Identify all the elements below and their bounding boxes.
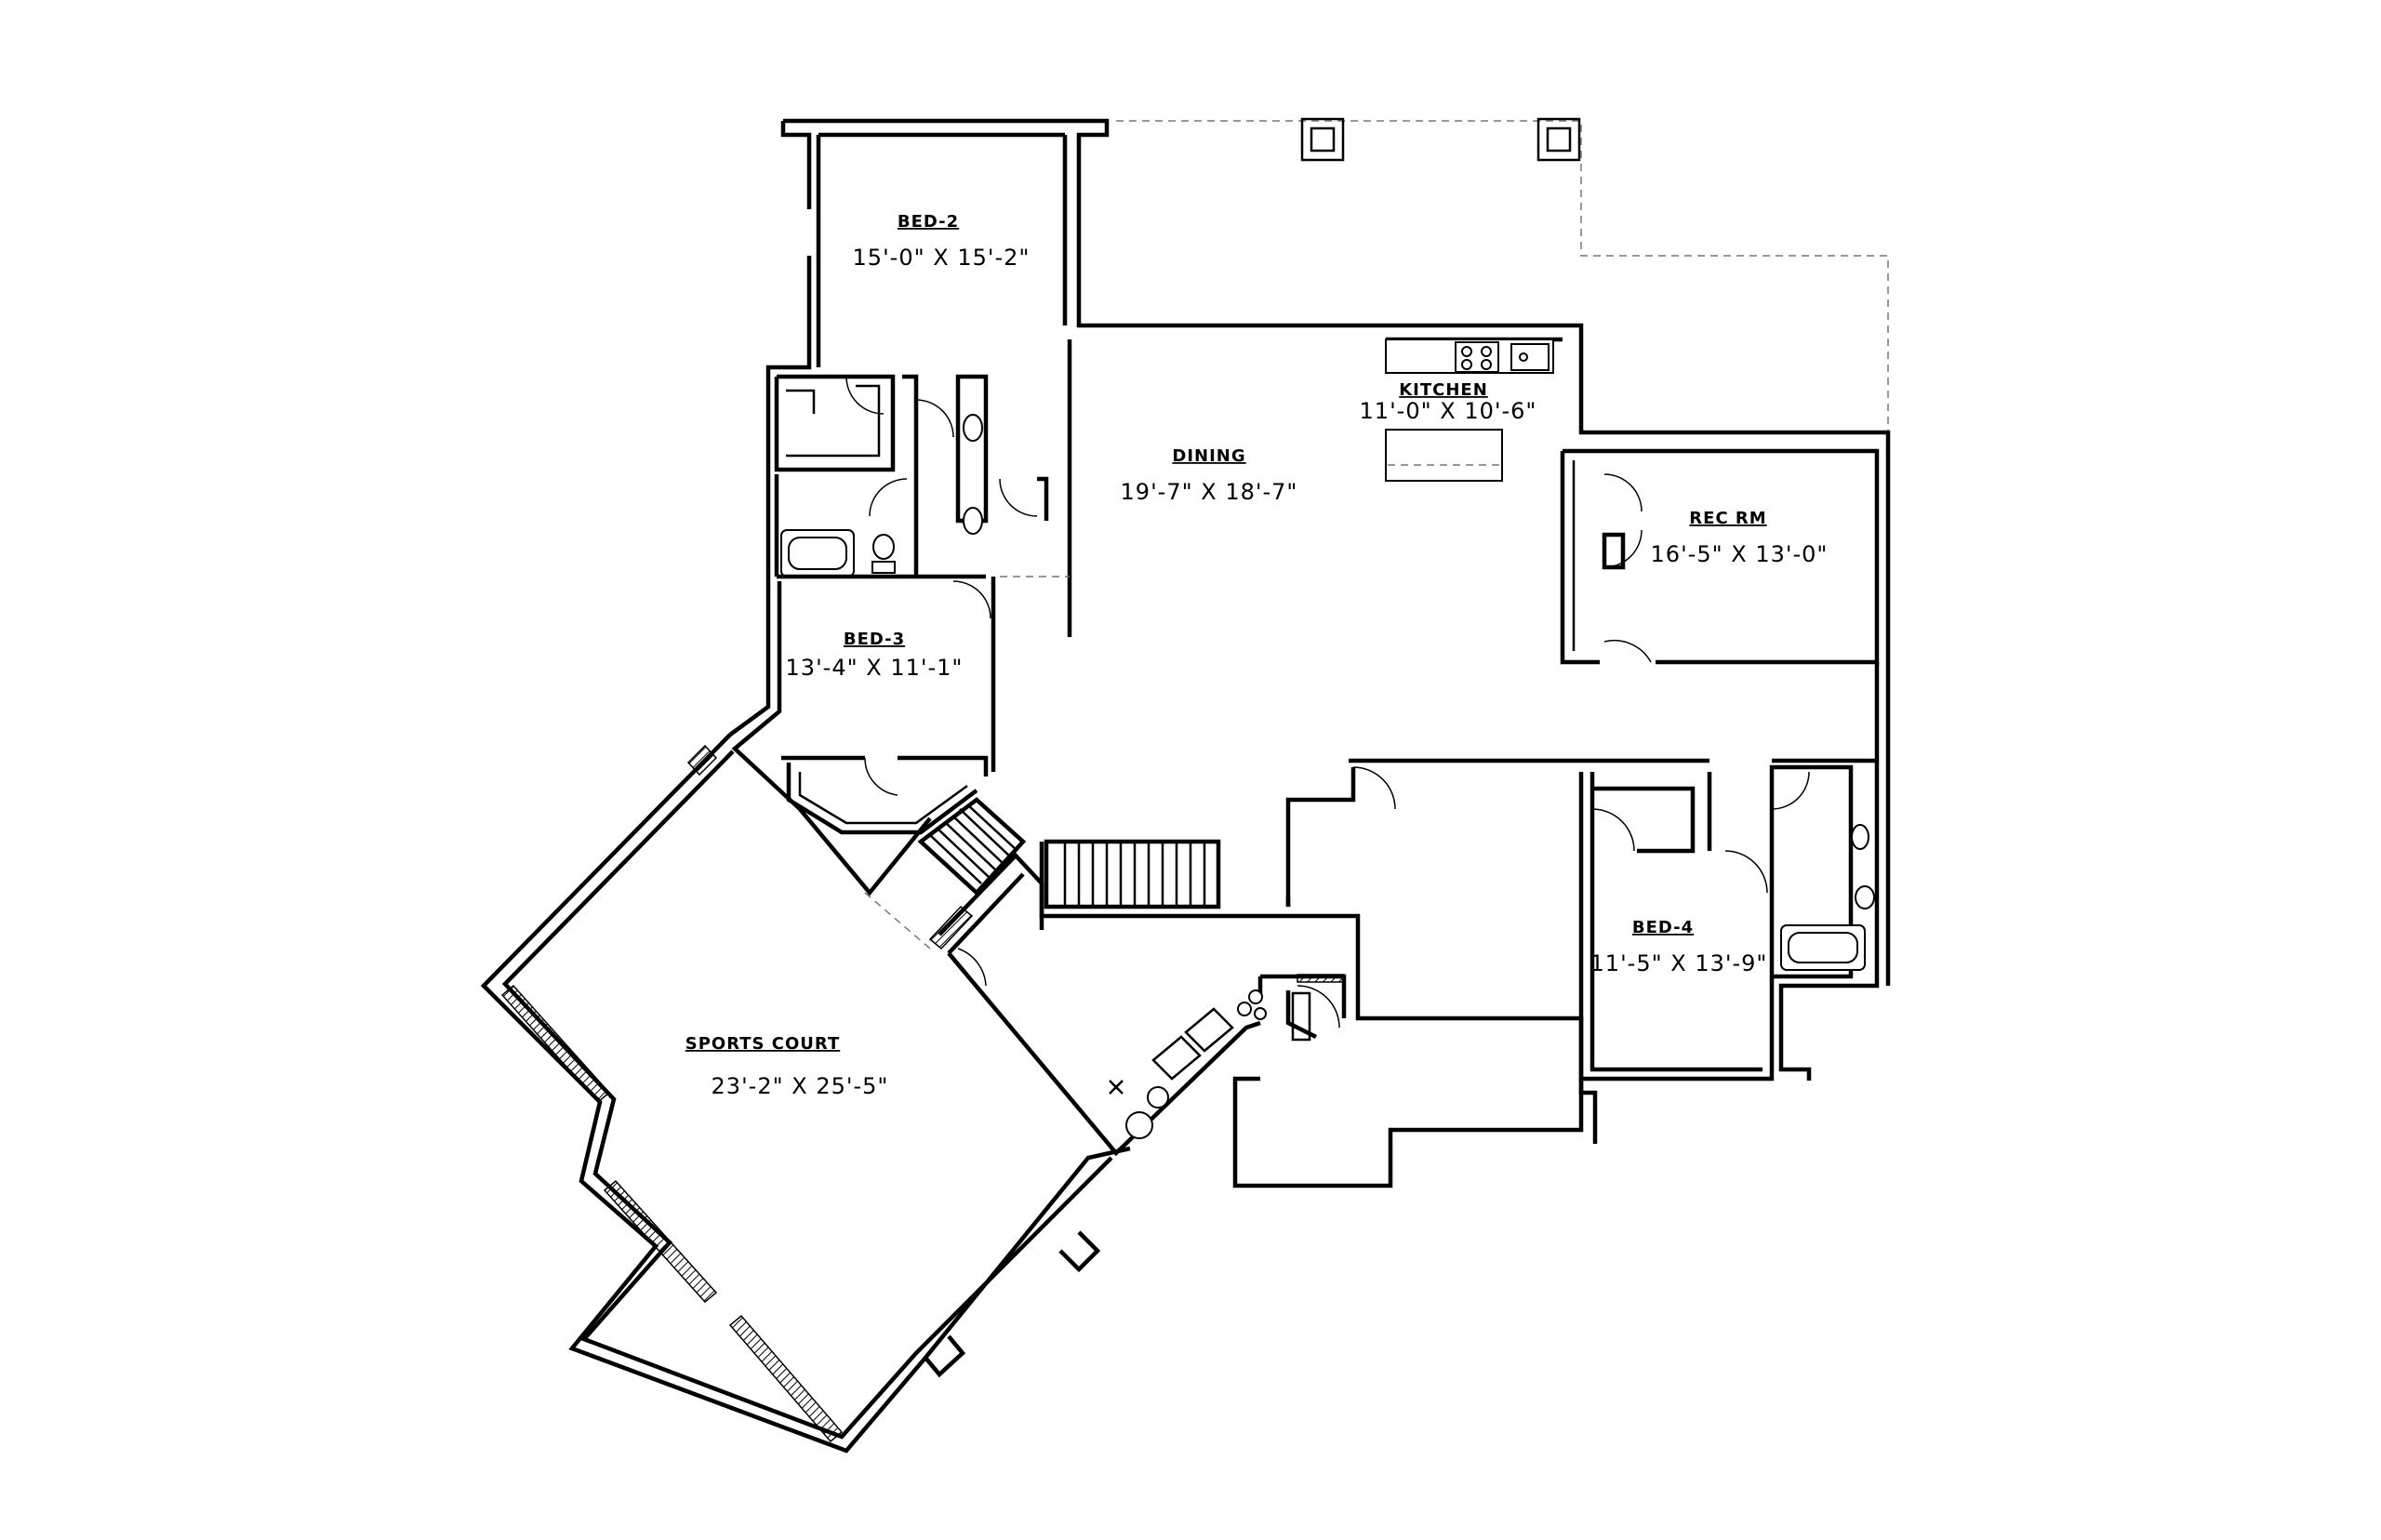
kitchen-island (1385, 429, 1503, 482)
room-name: DINING (1172, 446, 1245, 466)
room-dimensions: 13'-4" X 11'-1" (786, 655, 964, 681)
room-name: KITCHEN (1399, 380, 1488, 400)
room-label-rec-rm: REC RM 16'-5" X 13'-0" (1651, 509, 1829, 567)
sink-icon (1510, 343, 1550, 371)
kitchen-counter (1385, 339, 1554, 374)
sports-court-walls (480, 733, 1131, 1454)
bath-cluster (774, 374, 1049, 579)
room-dimensions: 11'-5" X 13'-9" (1590, 950, 1768, 976)
sink-icon (1851, 824, 1869, 850)
room-dimensions: 23'-2" X 25'-5" (712, 1073, 889, 1099)
room-name: REC RM (1689, 509, 1766, 528)
room-dimensions: 15'-0" X 15'-2" (853, 245, 1031, 271)
room-name: SPORTS COURT (685, 1034, 840, 1054)
sink-icon (963, 414, 983, 442)
room-name: BED-4 (1632, 918, 1694, 937)
patio-post (1300, 117, 1345, 162)
room-label-bed3: BED-3 13'-4" X 11'-1" (786, 630, 964, 681)
sink-icon (963, 507, 983, 535)
room-dimensions: 19'-7" X 18'-7" (1121, 479, 1298, 505)
rec-room-walls (1560, 448, 1880, 665)
room-label-dining: DINING 19'-7" X 18'-7" (1121, 446, 1298, 505)
patio-post (1536, 117, 1581, 162)
bed4-walls (1578, 764, 1875, 1082)
stairs (917, 797, 1221, 909)
room-label-bed4: BED-4 11'-5" X 13'-9" (1590, 918, 1768, 976)
patio-outline (1116, 120, 1889, 432)
toilet-icon (872, 534, 895, 560)
window (1297, 974, 1345, 983)
room-label-bed2: BED-2 15'-0" X 15'-2" (853, 212, 1031, 271)
east-wall (1778, 662, 1880, 1081)
room-dimensions: 11'-0" X 10'-6" (1360, 398, 1537, 424)
bed2-walls (765, 118, 1891, 986)
south-wall (1578, 1079, 1598, 1144)
stove-icon (1455, 341, 1499, 373)
room-name: BED-3 (844, 630, 905, 649)
toilet-icon (1855, 885, 1875, 909)
bed3-walls (728, 577, 996, 896)
room-label-kitchen: KITCHEN 11'-0" X 10'-6" (1360, 380, 1537, 424)
bar-area (938, 852, 1267, 1157)
room-name: BED-2 (898, 212, 959, 232)
room-dimensions: 16'-5" X 13'-0" (1651, 541, 1829, 567)
central-walls (1039, 758, 1877, 1188)
room-label-sports-court: SPORTS COURT 23'-2" X 25'-5" (685, 1034, 889, 1099)
